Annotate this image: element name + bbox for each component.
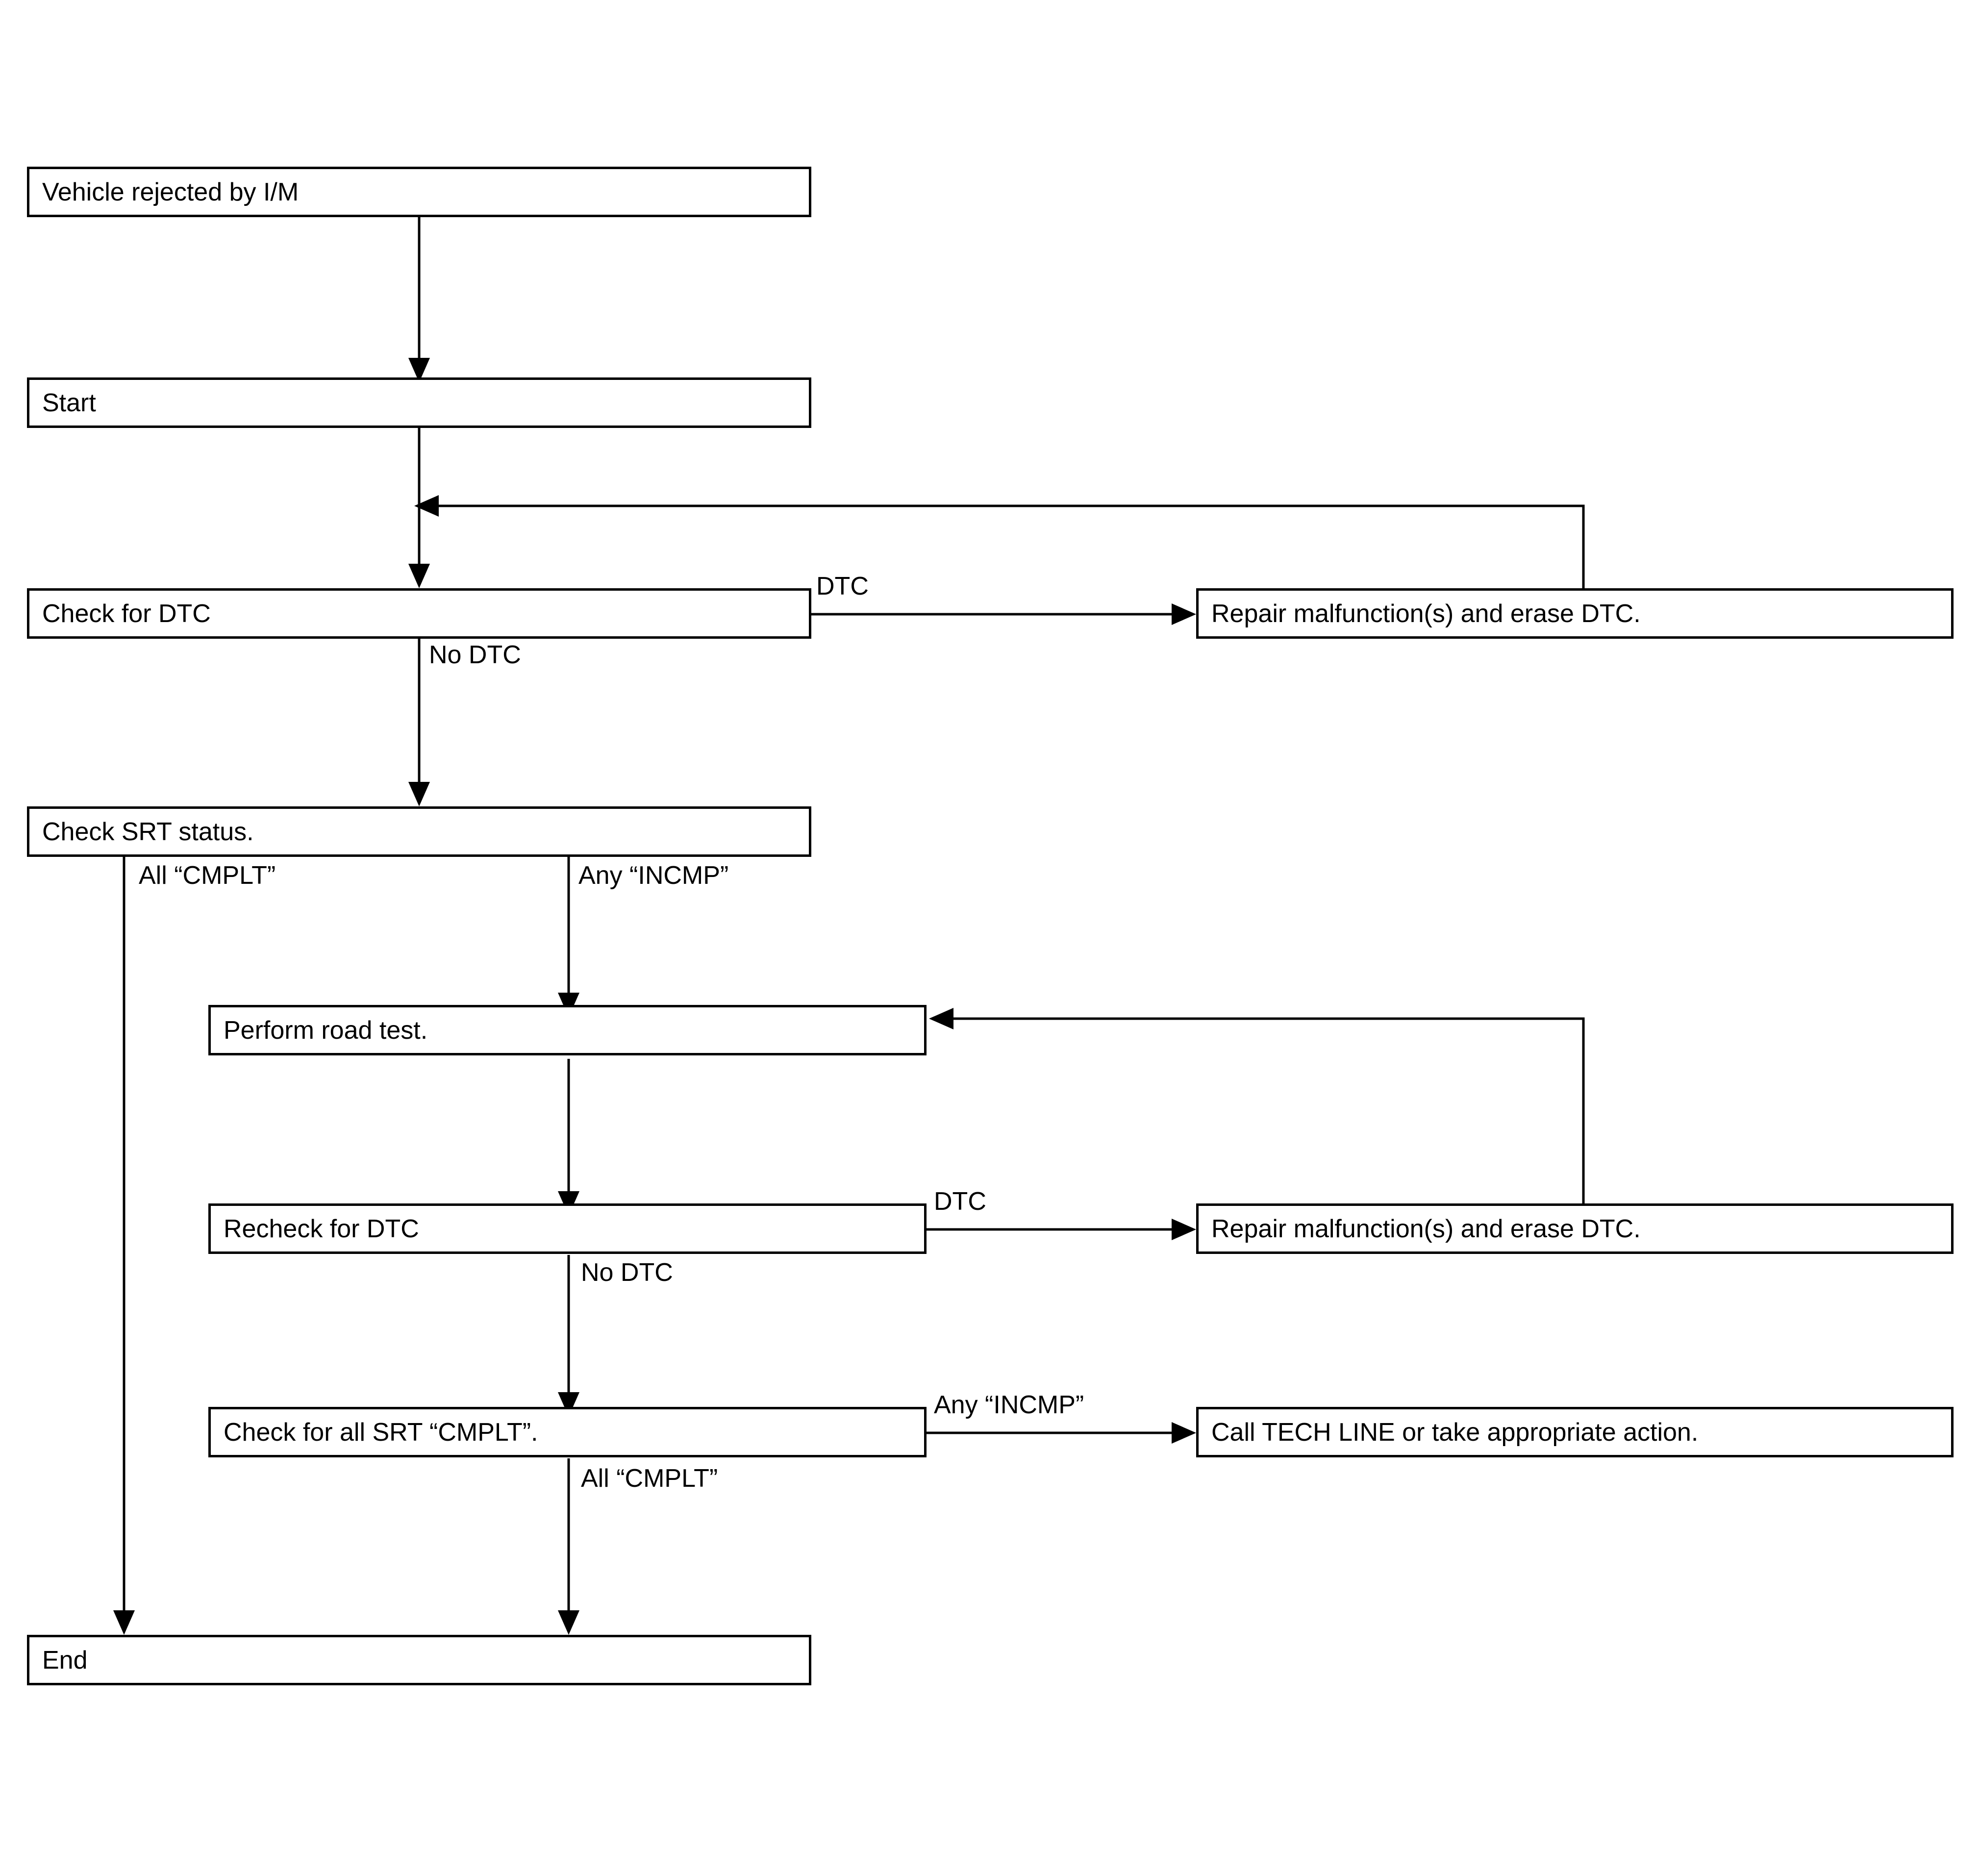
- node-vehicle-rejected[interactable]: Vehicle rejected by I/M: [27, 167, 811, 217]
- edge-label-no-dtc-1: No DTC: [429, 641, 521, 669]
- arrowhead-recheck-to-repair2: [1172, 1219, 1196, 1240]
- node-end[interactable]: End: [27, 1635, 811, 1685]
- node-label: End: [42, 1646, 88, 1675]
- arrowhead-repair1-feedback: [414, 495, 439, 517]
- edge-label-any-incmp-1: Any “INCMP”: [578, 861, 729, 890]
- node-label: Check for all SRT “CMPLT”.: [224, 1418, 538, 1447]
- edge-repair2-feedback: [946, 1017, 1585, 1213]
- node-perform-road-test[interactable]: Perform road test.: [208, 1005, 927, 1055]
- node-check-all-srt-cmplt[interactable]: Check for all SRT “CMPLT”.: [208, 1407, 927, 1457]
- arrowhead-checksrt-to-end: [113, 1610, 135, 1635]
- node-check-srt-status[interactable]: Check SRT status.: [27, 806, 811, 857]
- edge-label-any-incmp-2: Any “INCMP”: [934, 1391, 1084, 1419]
- edge-label-all-cmplt-2: All “CMPLT”: [581, 1464, 718, 1493]
- arrowhead-start-to-check-dtc: [408, 564, 430, 588]
- node-repair-malfunctions-1[interactable]: Repair malfunction(s) and erase DTC.: [1196, 588, 1954, 639]
- node-call-tech-line[interactable]: Call TECH LINE or take appropriate actio…: [1196, 1407, 1954, 1457]
- node-label: Start: [42, 388, 96, 417]
- node-start[interactable]: Start: [27, 377, 811, 428]
- edge-label-dtc-2: DTC: [934, 1187, 986, 1216]
- arrowhead-checkdtc-to-checksrt: [408, 782, 430, 806]
- arrowhead-checkallsrt-to-end: [558, 1610, 579, 1635]
- node-label: Recheck for DTC: [224, 1214, 419, 1243]
- edge-repair1-feedback: [431, 504, 1585, 598]
- node-label: Check for DTC: [42, 599, 211, 628]
- arrowhead-checkdtc-to-repair1: [1172, 603, 1196, 625]
- node-label: Check SRT status.: [42, 817, 254, 846]
- node-label: Repair malfunction(s) and erase DTC.: [1211, 599, 1641, 628]
- edge-label-all-cmplt-1: All “CMPLT”: [139, 861, 276, 890]
- node-repair-malfunctions-2[interactable]: Repair malfunction(s) and erase DTC.: [1196, 1203, 1954, 1254]
- node-label: Repair malfunction(s) and erase DTC.: [1211, 1214, 1641, 1243]
- node-recheck-for-dtc[interactable]: Recheck for DTC: [208, 1203, 927, 1254]
- arrowhead-checkallsrt-to-techline: [1172, 1422, 1196, 1444]
- node-label: Vehicle rejected by I/M: [42, 177, 299, 206]
- arrowhead-repair2-feedback: [929, 1008, 953, 1029]
- edge-label-dtc-1: DTC: [816, 572, 869, 600]
- node-check-for-dtc[interactable]: Check for DTC: [27, 588, 811, 639]
- node-label: Call TECH LINE or take appropriate actio…: [1211, 1418, 1699, 1447]
- arrowhead-recheck-to-checkallsrt: [558, 1392, 579, 1417]
- edge-label-no-dtc-2: No DTC: [581, 1258, 673, 1287]
- arrowhead-vehicle-to-start: [408, 358, 430, 382]
- node-label: Perform road test.: [224, 1016, 428, 1045]
